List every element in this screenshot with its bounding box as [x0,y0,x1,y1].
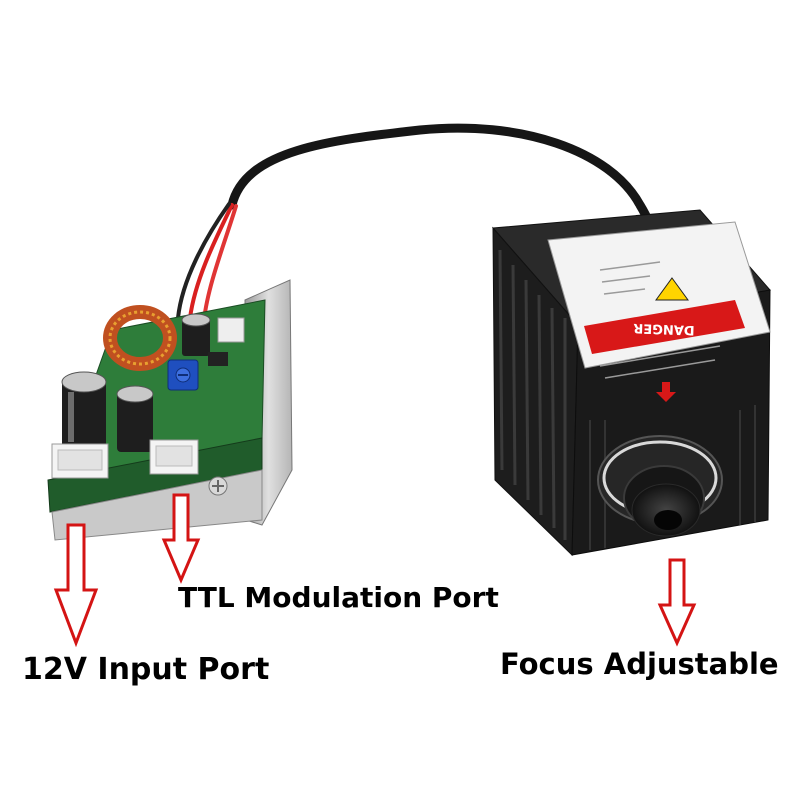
danger-banner [584,300,745,354]
driver-board [47,279,293,541]
label-focus-adjustable: Focus Adjustable [500,647,779,681]
label-fine-print [599,261,721,379]
focus-lens [597,435,723,537]
arrow-input-port [53,523,99,648]
trim-potentiometer [167,359,199,391]
input-connector [51,443,109,479]
wire-connector [217,317,245,343]
laser-hazard-symbol [655,277,689,301]
label-12v-input-port: 12V Input Port [22,652,270,687]
driver-wires [176,202,238,322]
label-arrow [656,382,676,402]
label-ttl-modulation-port: TTL Modulation Port [178,581,499,614]
ttl-connector [149,439,199,475]
arrow-focus [657,558,697,647]
driver-ic [208,352,228,366]
arrow-ttl-port [161,493,201,584]
capacitor-large [61,371,107,450]
heatsink-fins [498,249,567,540]
toroid-inductor [103,305,177,371]
mounting-screw [208,476,228,496]
capacitor-medium [116,385,154,452]
capacitor-small [181,313,211,356]
danger-text: DANGER [633,320,695,337]
laser-module: DANGER [491,209,771,557]
